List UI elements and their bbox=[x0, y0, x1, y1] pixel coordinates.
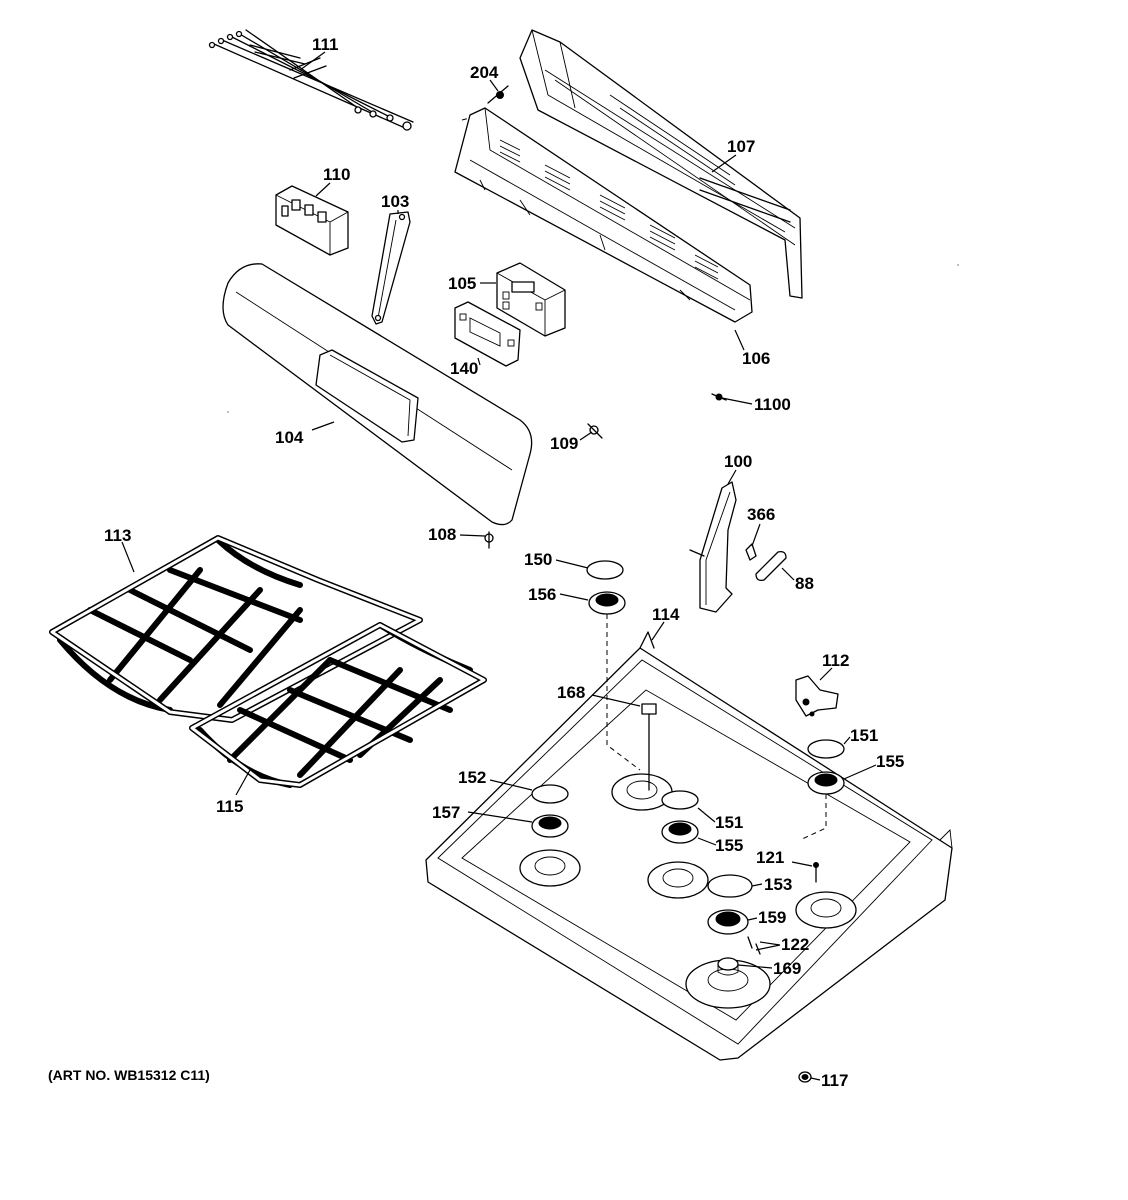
label-156: 156 bbox=[528, 585, 556, 604]
burner-base-rear-right bbox=[795, 891, 857, 929]
label-150: 150 bbox=[524, 550, 552, 569]
label-115: 115 bbox=[216, 797, 243, 816]
part-155-burner-head-right[interactable] bbox=[807, 771, 845, 795]
part-153-burner-cap[interactable] bbox=[707, 874, 753, 898]
label-88: 88 bbox=[795, 574, 814, 593]
label-106: 106 bbox=[742, 349, 770, 368]
label-104: 104 bbox=[275, 428, 304, 447]
label-113: 113 bbox=[104, 526, 131, 545]
label-100: 100 bbox=[724, 452, 752, 471]
label-111: 111 bbox=[312, 35, 339, 54]
part-112-valve[interactable] bbox=[795, 675, 839, 717]
part-117-leveling-leg[interactable] bbox=[798, 1071, 812, 1083]
part-113-left-grate[interactable] bbox=[49, 535, 423, 723]
label-157: 157 bbox=[432, 803, 460, 822]
label-153: 153 bbox=[764, 875, 792, 894]
part-108-screw[interactable] bbox=[484, 531, 494, 549]
label-140: 140 bbox=[450, 359, 478, 378]
speck bbox=[957, 264, 959, 266]
part-151-burner-cap-center[interactable] bbox=[661, 790, 699, 810]
label-109: 109 bbox=[550, 434, 578, 453]
part-88-clip[interactable] bbox=[755, 550, 787, 582]
label-112: 112 bbox=[822, 651, 849, 670]
speck bbox=[227, 411, 229, 413]
part-156-burner-head[interactable] bbox=[588, 591, 626, 615]
label-103: 103 bbox=[381, 192, 409, 211]
label-122: 122 bbox=[781, 935, 809, 954]
label-155-center: 155 bbox=[715, 836, 743, 855]
part-151-burner-cap-right[interactable] bbox=[807, 739, 845, 759]
part-1100-screw[interactable] bbox=[711, 393, 727, 401]
label-117: 117 bbox=[821, 1071, 848, 1090]
part-150-burner-cap[interactable] bbox=[586, 560, 624, 580]
part-152-burner-cap[interactable] bbox=[531, 784, 569, 804]
part-169-orifice-holder[interactable] bbox=[717, 957, 739, 976]
part-107-back-trim[interactable] bbox=[519, 29, 803, 299]
assembly-lines bbox=[461, 117, 827, 841]
burner-base-front-left bbox=[519, 849, 581, 887]
burner-base-center bbox=[647, 861, 709, 899]
label-114: 114 bbox=[652, 605, 680, 624]
part-159-burner-head[interactable] bbox=[707, 909, 749, 935]
part-140-membrane-overlay[interactable] bbox=[454, 301, 521, 367]
art-number-note: (ART NO. WB15312 C11) bbox=[48, 1067, 210, 1083]
part-114-cooktop[interactable] bbox=[425, 631, 953, 1061]
label-1100: 1100 bbox=[754, 395, 791, 414]
part-155-burner-head-center[interactable] bbox=[661, 820, 699, 844]
burner-base-rear-left bbox=[611, 773, 673, 811]
leader-lines bbox=[121, 51, 877, 1081]
label-155-right: 155 bbox=[876, 752, 904, 771]
part-100-bracket[interactable] bbox=[689, 481, 737, 613]
label-108: 108 bbox=[428, 525, 456, 544]
label-366: 366 bbox=[747, 505, 775, 524]
label-204: 204 bbox=[470, 63, 499, 82]
part-121-screw[interactable] bbox=[813, 862, 819, 883]
label-168: 168 bbox=[557, 683, 585, 702]
part-104-control-panel[interactable] bbox=[222, 263, 533, 526]
label-152: 152 bbox=[458, 768, 486, 787]
part-103-bracket[interactable] bbox=[371, 211, 411, 325]
part-204-screw[interactable] bbox=[487, 85, 509, 104]
label-110: 110 bbox=[323, 165, 350, 184]
label-151-center: 151 bbox=[715, 813, 743, 832]
label-105: 105 bbox=[448, 274, 476, 293]
part-157-burner-head[interactable] bbox=[531, 814, 569, 838]
label-151-right: 151 bbox=[850, 726, 878, 745]
part-115-right-grate[interactable] bbox=[189, 622, 487, 788]
part-168-orifice[interactable] bbox=[641, 703, 657, 791]
part-366-screw[interactable] bbox=[745, 543, 757, 561]
part-106-backsplash[interactable] bbox=[454, 107, 753, 323]
label-107: 107 bbox=[727, 137, 755, 156]
label-169: 169 bbox=[773, 959, 801, 978]
part-109-screw[interactable] bbox=[587, 423, 603, 439]
label-121: 121 bbox=[756, 848, 784, 867]
label-159: 159 bbox=[758, 908, 786, 927]
part-110-control-module[interactable] bbox=[275, 185, 349, 256]
part-105-control-board[interactable] bbox=[496, 262, 566, 337]
